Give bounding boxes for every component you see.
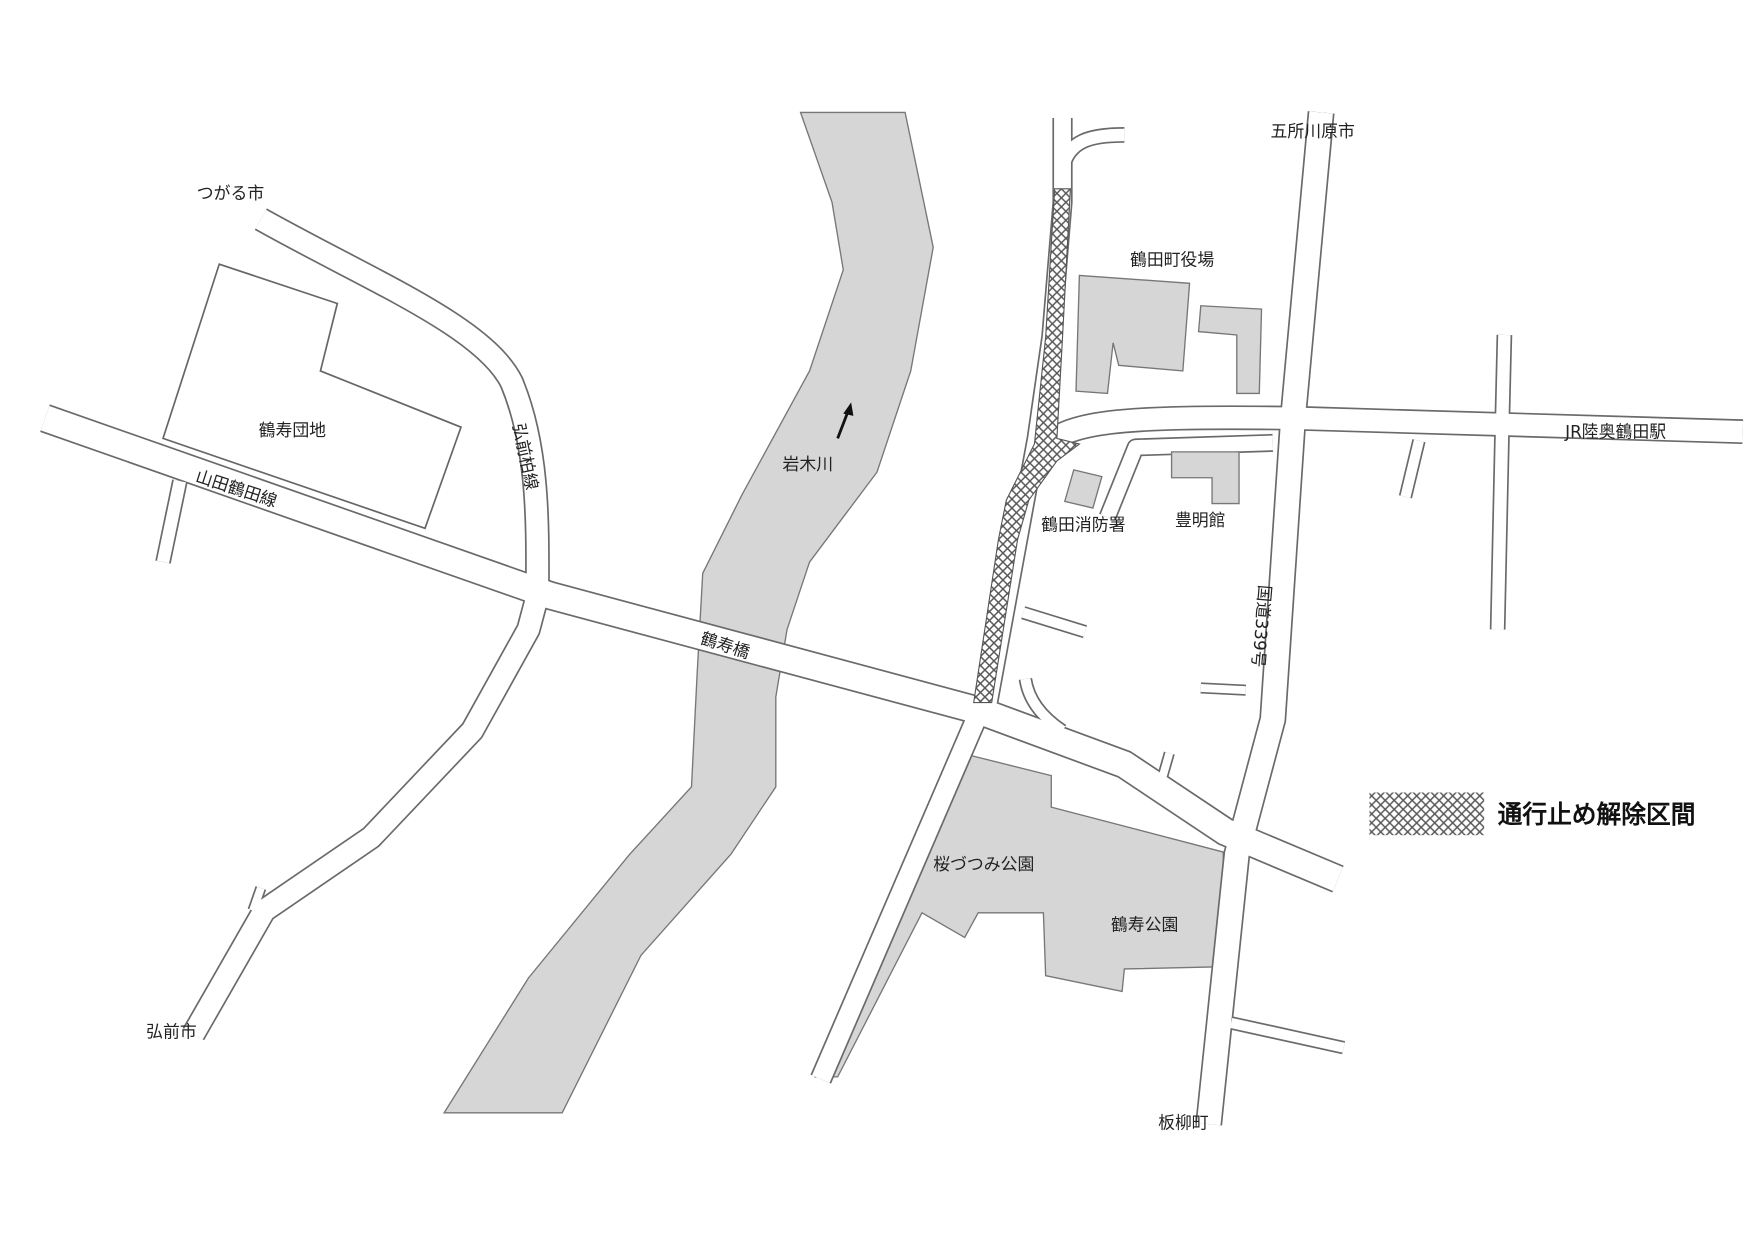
town-office-annex — [1197, 305, 1263, 395]
sakura-tsutsumi-park — [814, 754, 1224, 1078]
legend: 通行止め解除区間 — [1369, 792, 1696, 836]
label-town-office: 鶴田町役場 — [1130, 249, 1214, 269]
town-office-building — [1075, 274, 1191, 395]
minor-road-west — [156, 479, 186, 564]
label-homeikan: 豊明館 — [1175, 510, 1226, 530]
route339-road — [1196, 111, 1333, 1126]
spur-c — [1200, 684, 1246, 695]
label-hirosaki: 弘前市 — [146, 1022, 197, 1042]
spur-d — [1154, 752, 1174, 794]
spur-b — [1020, 677, 1066, 735]
hirosaki-kashiwa-road — [184, 209, 549, 1040]
label-jr-station: JR陸奥鶴田駅 — [1564, 421, 1666, 441]
spur-e — [249, 886, 265, 912]
label-tsugaru: つがる市 — [197, 183, 265, 203]
label-sakura-park: 桜づつみ公園 — [933, 854, 1034, 874]
east-road — [1491, 334, 1511, 630]
label-kakuju-danchi: 鶴寿団地 — [259, 420, 327, 440]
east-spur — [1400, 439, 1424, 499]
inner-road — [1100, 435, 1274, 520]
spur-a — [1021, 607, 1087, 637]
label-iwaki-river: 岩木川 — [783, 454, 834, 474]
jr-road — [1292, 407, 1744, 443]
south-spur — [1230, 1017, 1345, 1053]
label-itayanagi: 板柳町 — [1158, 1113, 1209, 1133]
north-spur — [1056, 128, 1125, 171]
label-fire-station: 鶴田消防署 — [1041, 515, 1125, 535]
label-goshogawara: 五所川原市 — [1271, 121, 1355, 141]
closure-section — [973, 188, 1081, 704]
south-road — [812, 715, 985, 1083]
river-flow-arrow-icon — [836, 402, 854, 439]
label-kakuju-park: 鶴寿公園 — [1111, 915, 1178, 935]
kakuju-danchi-area — [161, 263, 463, 530]
legend-label: 通行止め解除区間 — [1498, 800, 1696, 829]
homeikan-building — [1170, 451, 1240, 505]
legend-swatch — [1369, 792, 1485, 836]
iwaki-river — [442, 111, 934, 1114]
fire-station-building — [1063, 469, 1103, 509]
